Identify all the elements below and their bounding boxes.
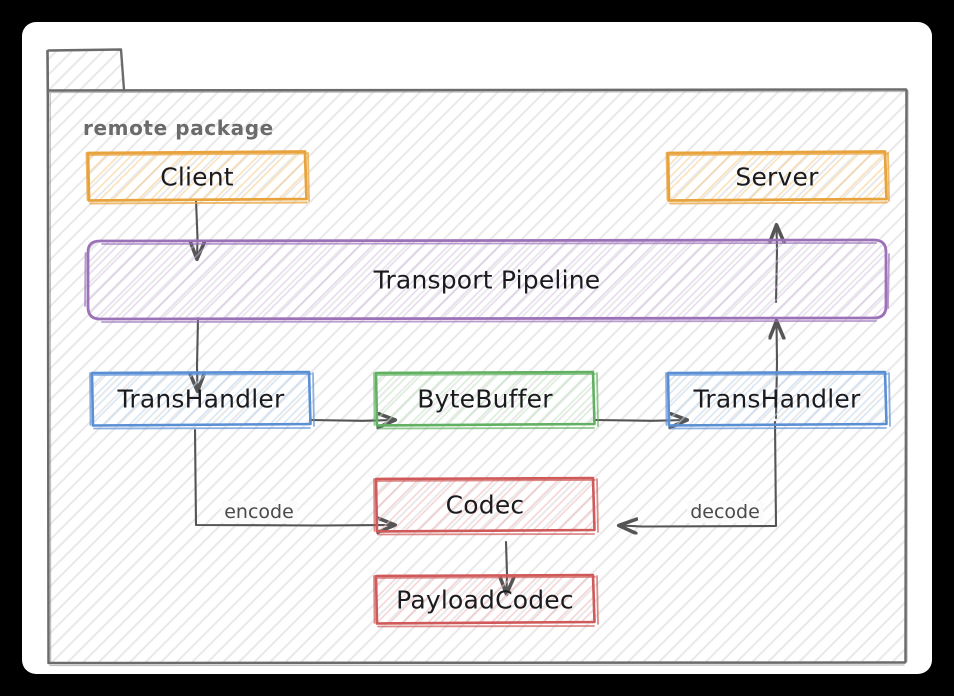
node-server[interactable] bbox=[665, 150, 890, 205]
diagram-stage: remote package Client Server Transport P… bbox=[22, 22, 932, 674]
edge-encode-elbow bbox=[193, 428, 394, 526]
node-transport-pipeline[interactable] bbox=[84, 238, 890, 323]
node-payloadcodec[interactable] bbox=[373, 573, 599, 628]
diagram-svg bbox=[46, 48, 909, 667]
node-codec[interactable] bbox=[373, 476, 599, 536]
node-client[interactable] bbox=[85, 150, 310, 205]
node-bytebuffer[interactable] bbox=[373, 370, 599, 430]
diagram-canvas: remote package Client Server Transport P… bbox=[22, 22, 932, 674]
node-transhandler-right[interactable] bbox=[665, 370, 891, 430]
node-transhandler-left[interactable] bbox=[89, 370, 315, 430]
edge-decode-elbow bbox=[620, 420, 778, 527]
package-frame bbox=[46, 48, 909, 667]
